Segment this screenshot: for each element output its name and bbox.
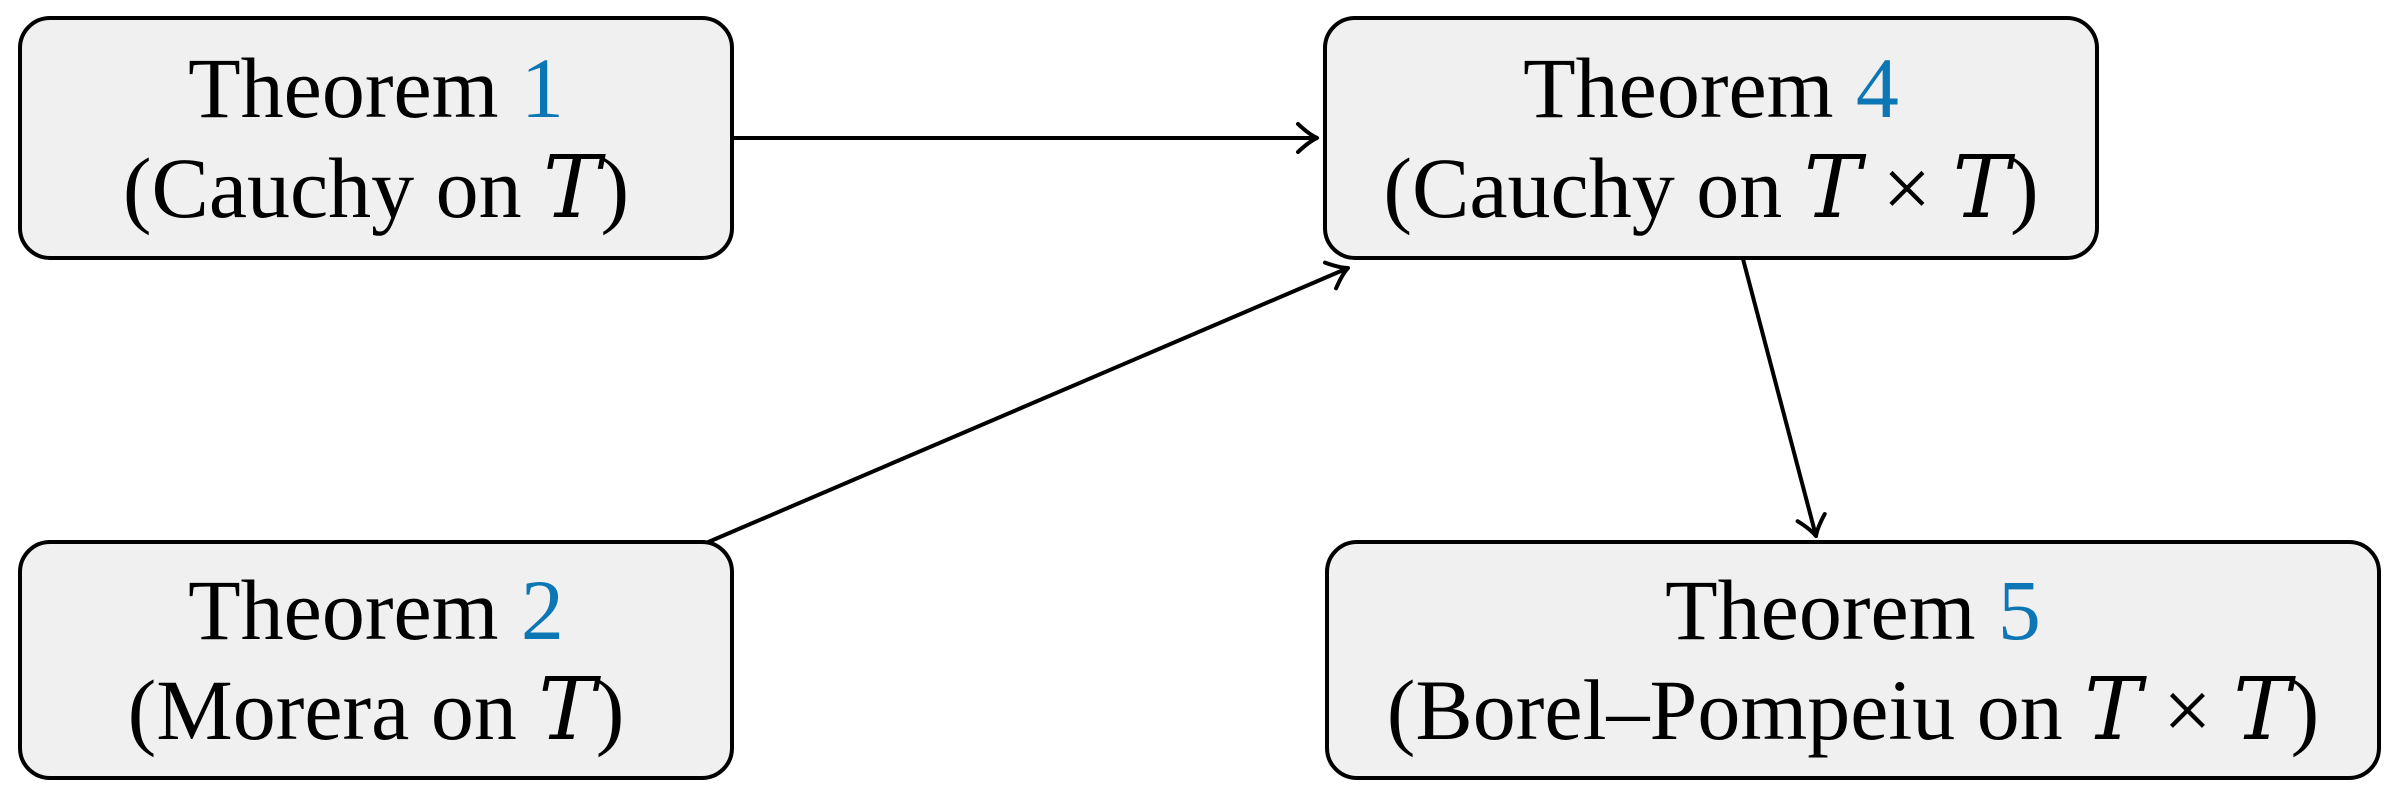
- node-theorem-4-subtitle: (Cauchy on T × T): [1383, 138, 2039, 238]
- theorem-label: Theorem: [1523, 40, 1834, 136]
- theorem-label: Theorem: [1665, 562, 1976, 658]
- arrow-theorem-4-to-theorem-5: [1741, 258, 1827, 538]
- script-T-symbol: T: [538, 660, 596, 760]
- script-T-symbol: T: [2084, 660, 2142, 760]
- theorem-label: Theorem: [188, 40, 499, 136]
- theorem-number-link[interactable]: 1: [520, 40, 564, 136]
- theorem-number-link[interactable]: 4: [1855, 40, 1899, 136]
- theorem-number-link[interactable]: 2: [520, 562, 564, 658]
- theorem-label: Theorem: [188, 562, 499, 658]
- node-theorem-2-subtitle: (Morera on T): [127, 660, 625, 760]
- script-T-symbol: T: [543, 138, 601, 238]
- times-symbol: ×: [2141, 662, 2234, 758]
- node-theorem-1-subtitle: (Cauchy on T): [122, 138, 630, 238]
- script-T-symbol: T: [1803, 138, 1862, 238]
- script-T-symbol: T: [2233, 660, 2291, 760]
- script-T-symbol: T: [1952, 138, 2010, 238]
- times-symbol: ×: [1861, 140, 1953, 236]
- arrow-theorem-2-to-theorem-4: [698, 260, 1350, 548]
- node-theorem-5-subtitle: (Borel–Pompeiu on T × T): [1386, 660, 2320, 760]
- theorem-number-link[interactable]: 5: [1997, 562, 2041, 658]
